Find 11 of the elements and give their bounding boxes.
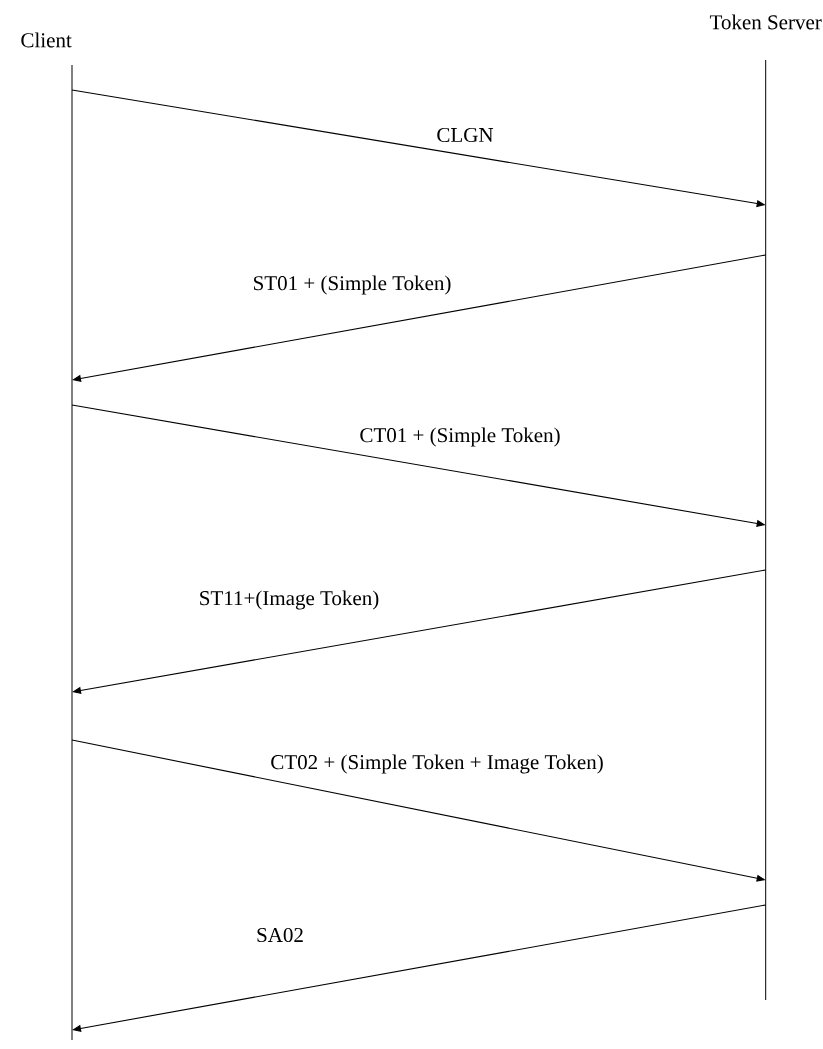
message-label: CT01 + (Simple Token) — [358, 426, 562, 448]
message-label: CT02 + (Simple Token + Image Token) — [269, 753, 605, 775]
participant-label: Token Server — [709, 14, 822, 30]
message-arrow — [72, 904, 767, 1032]
message-label: SA02 — [255, 926, 305, 944]
message-label: CLGN — [435, 126, 495, 144]
participant-label: Client — [21, 32, 72, 48]
message-arrow — [72, 569, 767, 695]
message-label: ST01 + (Simple Token) — [251, 274, 453, 296]
message-arrow — [72, 254, 767, 382]
message-label: ST11+(Image Token) — [197, 589, 381, 611]
